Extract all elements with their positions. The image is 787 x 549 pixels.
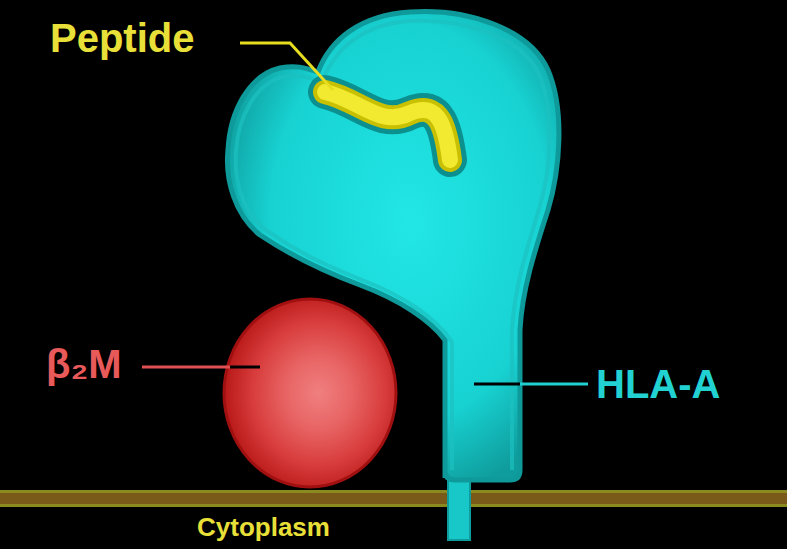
peptide-groove [325, 92, 450, 160]
peptide [325, 92, 450, 160]
leader-line [240, 43, 333, 90]
leader-line [230, 366, 260, 369]
hla-a-label: HLA-A [596, 362, 720, 406]
membrane-edge [0, 490, 787, 493]
peptide-highlight [325, 92, 450, 160]
leader-line [142, 366, 230, 369]
cytoplasm-label: Cytoplasm [197, 513, 330, 542]
beta2m-label: β₂M [46, 342, 122, 386]
leader-line [474, 383, 520, 386]
membrane [0, 490, 787, 507]
leader-line [520, 383, 588, 386]
peptide-label: Peptide [50, 16, 194, 60]
beta2-microglobulin [224, 299, 396, 487]
membrane-edge [0, 504, 787, 507]
